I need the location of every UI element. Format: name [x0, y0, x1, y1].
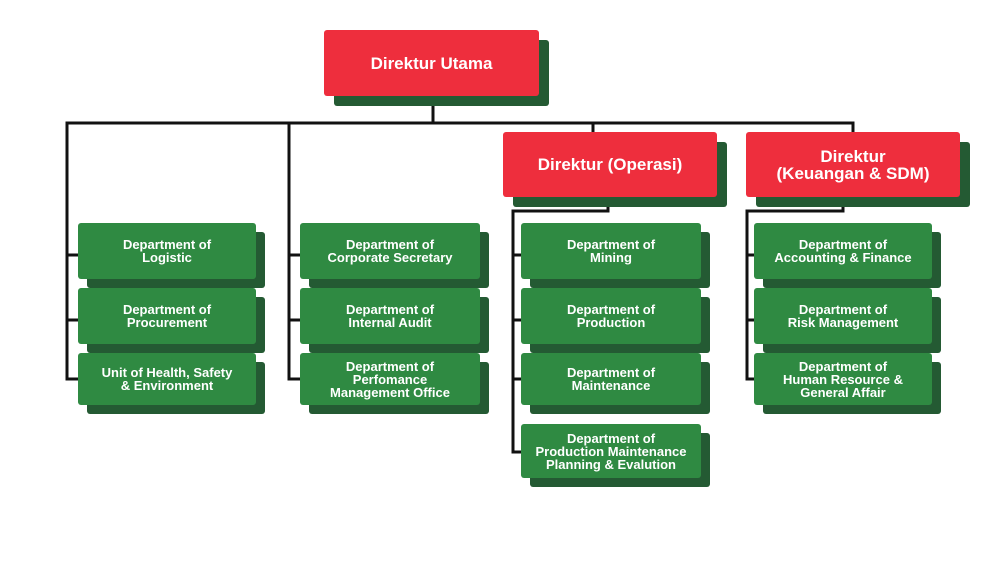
dept-internal-audit-box: Department of Internal Audit: [300, 288, 480, 344]
dept-maintenance-box: Department of Maintenance: [521, 353, 701, 405]
dept-procurement-box: Department of Procurement: [78, 288, 256, 344]
unit-hse-box: Unit of Health, Safety & Environment: [78, 353, 256, 405]
direktur-operasi-box: Direktur (Operasi): [503, 132, 717, 197]
dept-accounting-finance-box: Department of Accounting & Finance: [754, 223, 932, 279]
dept-mining-box: Department of Mining: [521, 223, 701, 279]
dept-performance-management-office-box: Department of Perfomance Management Offi…: [300, 353, 480, 405]
dept-human-resource-general-affair-box: Department of Human Resource & General A…: [754, 353, 932, 405]
direktur-utama-box: Direktur Utama: [324, 30, 539, 96]
dept-production-maintenance-planning-box: Department of Production Maintenance Pla…: [521, 424, 701, 478]
dept-logistic-box: Department of Logistic: [78, 223, 256, 279]
dept-risk-management-box: Department of Risk Management: [754, 288, 932, 344]
dept-corporate-secretary-box: Department of Corporate Secretary: [300, 223, 480, 279]
dept-production-box: Department of Production: [521, 288, 701, 344]
direktur-keuangan-sdm-box: Direktur (Keuangan & SDM): [746, 132, 960, 197]
